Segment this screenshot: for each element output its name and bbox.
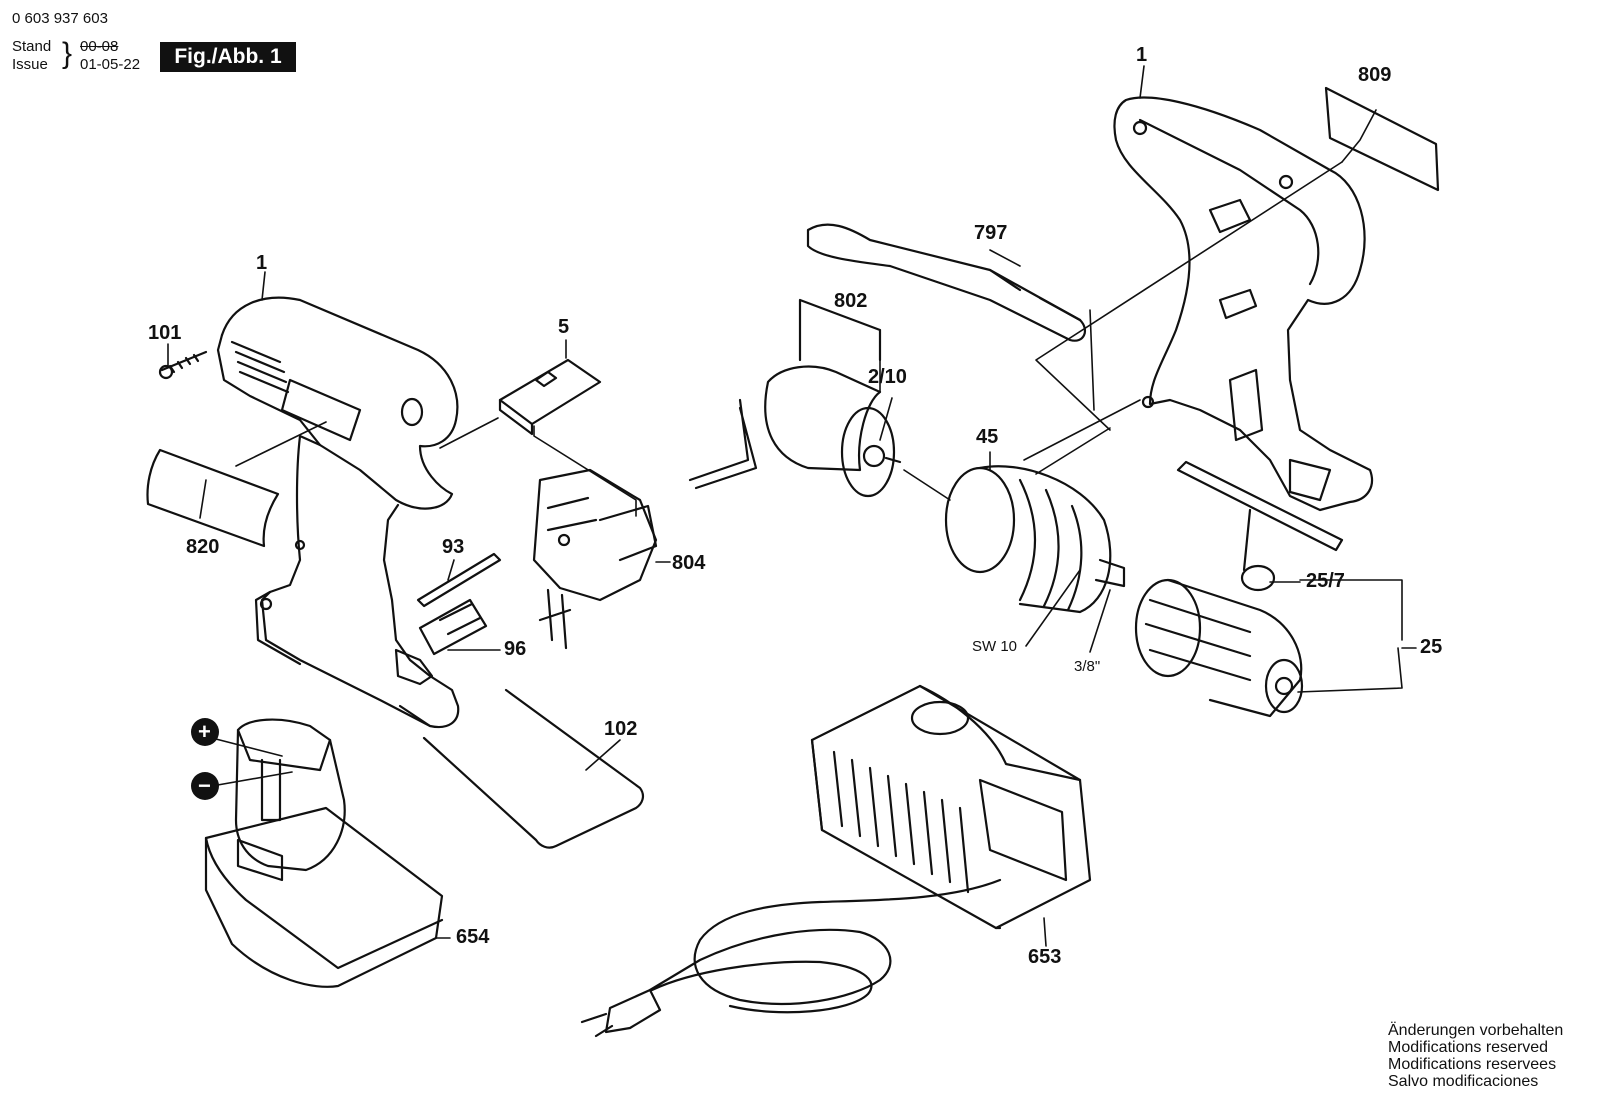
callout-sw10: SW 10 [972,638,1018,655]
bit-holder [418,598,488,656]
callout-battery: 654 [456,926,490,948]
stand-label: Stand [12,38,52,55]
leader-lines [167,65,1417,947]
callout-bit-holder: 96 [504,638,527,660]
callout-nameplate: 809 [1358,64,1392,86]
chuck [1134,578,1304,718]
callout-motor: 802 [834,290,868,312]
minus-symbol: − [198,773,211,798]
callout-switch: 804 [672,552,706,574]
issue-label: Issue [12,56,48,73]
chuck-key [1176,460,1344,592]
callout-chuck-key: 25/7 [1306,570,1345,592]
plus-terminal-icon [191,718,219,746]
switch-cover [498,358,602,436]
callout-thread: 3/8" [1074,658,1101,675]
callout-charger: 653 [1028,946,1062,968]
strap [806,223,1087,342]
plus-symbol: + [198,719,211,744]
callout-strap: 797 [974,222,1008,244]
callout-screw: 101 [148,322,182,344]
polarity-markers [191,718,219,800]
switch [532,468,658,650]
callout-bit: 93 [442,536,465,558]
document-number: 0 603 937 603 [12,10,108,27]
stand-value: 00-08 [80,38,119,55]
label-plate [146,448,280,548]
figure-label: Fig./Abb. 1 [160,42,296,72]
motor [688,298,902,498]
brace-icon: } [62,37,73,70]
callout-housing-left: 1 [256,252,268,274]
gearbox [944,465,1126,614]
note-german: Änderungen vorbehalten [1388,1022,1564,1039]
callout-wire: 102 [604,718,638,740]
callout-chuck: 25 [1420,636,1443,658]
callout-switch-cover: 5 [558,316,570,338]
callout-housing-right: 1 [1136,44,1148,66]
callout-motor-pinion: 2/10 [868,366,907,388]
callout-gearbox: 45 [976,426,999,448]
minus-terminal-icon [191,772,219,800]
housing-right [1113,96,1374,512]
note-french: Modifications reservees [1388,1056,1557,1073]
issue-value: 01-05-22 [80,56,141,73]
bit [416,552,502,608]
screw [158,350,208,380]
modification-notes: Änderungen vorbehalten Modifications res… [1388,1022,1563,1090]
callout-label-plate: 820 [186,536,220,558]
nameplate [1324,86,1440,192]
note-spanish: Salvo modificaciones [1388,1073,1539,1090]
housing-left [216,296,460,729]
note-english: Modifications reserved [1388,1039,1549,1056]
wire [422,688,645,849]
battery [204,718,444,988]
charger [580,684,1092,1038]
